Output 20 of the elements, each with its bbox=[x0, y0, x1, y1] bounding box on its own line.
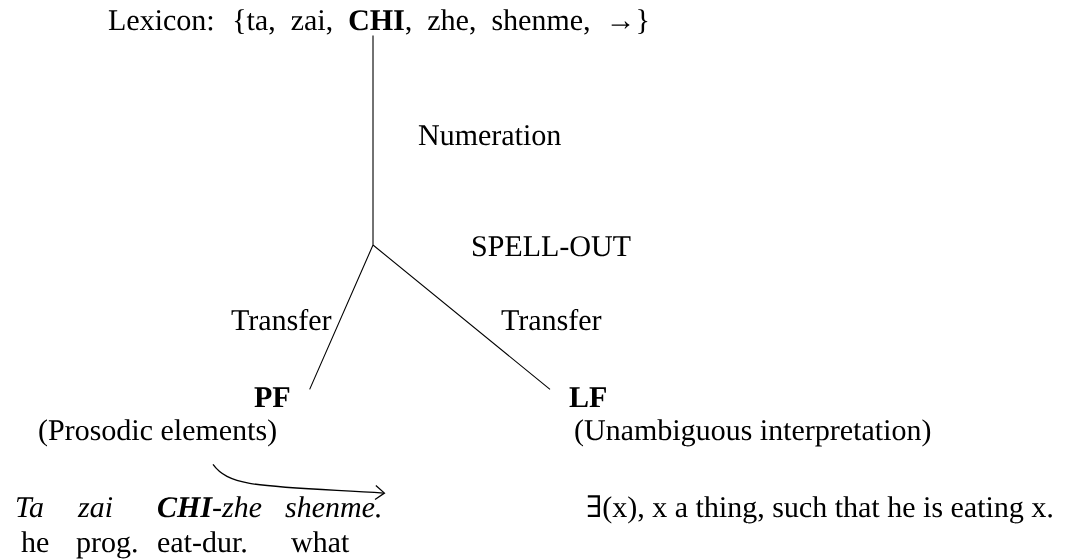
gloss-word: prog. bbox=[76, 536, 137, 559]
gloss-word: what bbox=[291, 531, 350, 553]
subtitle-text: (Unambiguous interpretation) bbox=[575, 419, 931, 447]
sentence-word: shenme. bbox=[285, 496, 380, 518]
lexicon-text: Lexicon: {ta, zai, CHI, zhe, shenme, →} bbox=[108, 9, 648, 35]
sentence-word: CHI-zhe bbox=[158, 496, 262, 518]
interface-label: PF bbox=[254, 387, 290, 407]
movement-arrow bbox=[212, 463, 386, 501]
edge-label: Transfer bbox=[231, 308, 332, 331]
tree-drawing bbox=[309, 35, 551, 390]
subtitle-text: (Prosodic elements) bbox=[39, 419, 276, 447]
gloss-word: he bbox=[21, 531, 49, 553]
sentence-word: Ta bbox=[16, 497, 43, 518]
stage-label: SPELL-OUT bbox=[473, 236, 631, 257]
sentence-word: zai bbox=[77, 497, 113, 518]
gloss-word: eat-dur. bbox=[158, 531, 246, 553]
interface-label: LF bbox=[569, 387, 606, 407]
stage-label: Numeration bbox=[418, 125, 561, 146]
logical-form-text: ∃(x), x a thing, such that he is eating x. bbox=[587, 495, 1052, 524]
edge-label: Transfer bbox=[501, 308, 602, 331]
